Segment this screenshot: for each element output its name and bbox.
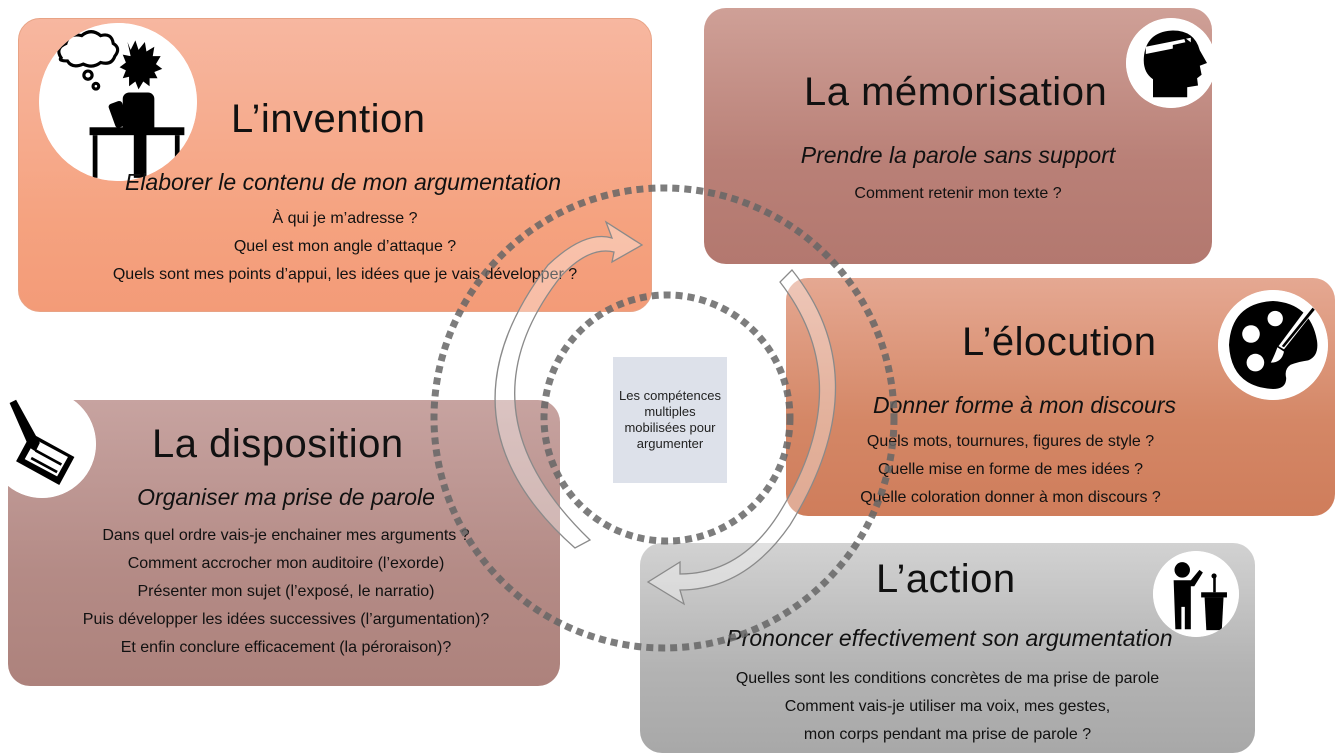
card-memorisation-subtitle: Prendre la parole sans support bbox=[800, 142, 1116, 168]
card-disposition: La disposition Organiser ma prise de par… bbox=[0, 390, 560, 686]
palette-brush-icon bbox=[1218, 290, 1328, 400]
card-disposition-title: La disposition bbox=[152, 422, 404, 466]
card-elocution-subtitle: Donner forme à mon discours bbox=[873, 392, 1176, 418]
card-action-lines: Quelles sont les conditions concrètes de… bbox=[640, 665, 1255, 749]
card-action-subtitle: Prononcer effectivement son argumentatio… bbox=[726, 625, 1173, 651]
card-disposition-line: Comment accrocher mon auditoire (l’exord… bbox=[127, 555, 445, 572]
thinking-person-icon bbox=[39, 23, 197, 181]
card-action-line: Quelles sont les conditions concrètes de… bbox=[735, 670, 1160, 687]
card-action: L’action Prononcer effectivement son arg… bbox=[640, 543, 1255, 753]
card-disposition-line: Puis développer les idées successives (l… bbox=[82, 611, 490, 628]
card-elocution-line: Quelle mise en forme de mes idées ? bbox=[877, 461, 1143, 478]
card-elocution-line: Quels mots, tournures, figures de style … bbox=[866, 433, 1155, 450]
card-invention-subtitle: Elaborer le contenu de mon argumentation bbox=[124, 169, 561, 195]
card-invention-line: Quel est mon angle d’attaque ? bbox=[233, 238, 457, 255]
card-action-line: Comment vais-je utiliser ma voix, mes ge… bbox=[784, 698, 1111, 715]
card-invention-line: À qui je m’adresse ? bbox=[272, 210, 418, 227]
card-invention-line: Quels sont mes points d’appui, les idées… bbox=[112, 266, 578, 283]
card-disposition-subtitle: Organiser ma prise de parole bbox=[137, 484, 435, 510]
center-label-text: Les compétences multiples mobilisées pou… bbox=[619, 388, 721, 451]
card-disposition-line: Et enfin conclure efficacement (la péror… bbox=[120, 639, 452, 656]
card-memorisation-lines: Comment retenir mon texte ? bbox=[704, 180, 1212, 208]
card-memorisation-line: Comment retenir mon texte ? bbox=[854, 185, 1062, 202]
card-memorisation: La mémorisation Prendre la parole sans s… bbox=[704, 8, 1216, 264]
card-elocution-title: L’élocution bbox=[962, 320, 1157, 364]
card-action-title: L’action bbox=[876, 557, 1016, 601]
pen-paper-icon bbox=[0, 390, 96, 498]
card-elocution-lines: Quels mots, tournures, figures de style … bbox=[786, 428, 1335, 512]
card-invention-lines: À qui je m’adresse ? Quel est mon angle … bbox=[19, 205, 651, 289]
card-elocution: L’élocution Donner forme à mon discours … bbox=[786, 278, 1335, 516]
card-invention-title: L’invention bbox=[231, 97, 426, 141]
card-disposition-line: Présenter mon sujet (l’exposé, le narrat… bbox=[137, 583, 435, 600]
head-memory-icon bbox=[1126, 18, 1216, 108]
card-action-line: mon corps pendant ma prise de parole ? bbox=[803, 726, 1092, 743]
speaker-podium-icon bbox=[1153, 551, 1239, 637]
card-memorisation-title: La mémorisation bbox=[804, 70, 1108, 114]
card-invention: L’invention Elaborer le contenu de mon a… bbox=[18, 18, 652, 312]
center-label: Les compétences multiples mobilisées pou… bbox=[613, 357, 727, 483]
card-elocution-line: Quelle coloration donner à mon discours … bbox=[860, 489, 1161, 506]
card-disposition-lines: Dans quel ordre vais-je enchainer mes ar… bbox=[8, 522, 560, 662]
card-disposition-line: Dans quel ordre vais-je enchainer mes ar… bbox=[102, 527, 470, 544]
